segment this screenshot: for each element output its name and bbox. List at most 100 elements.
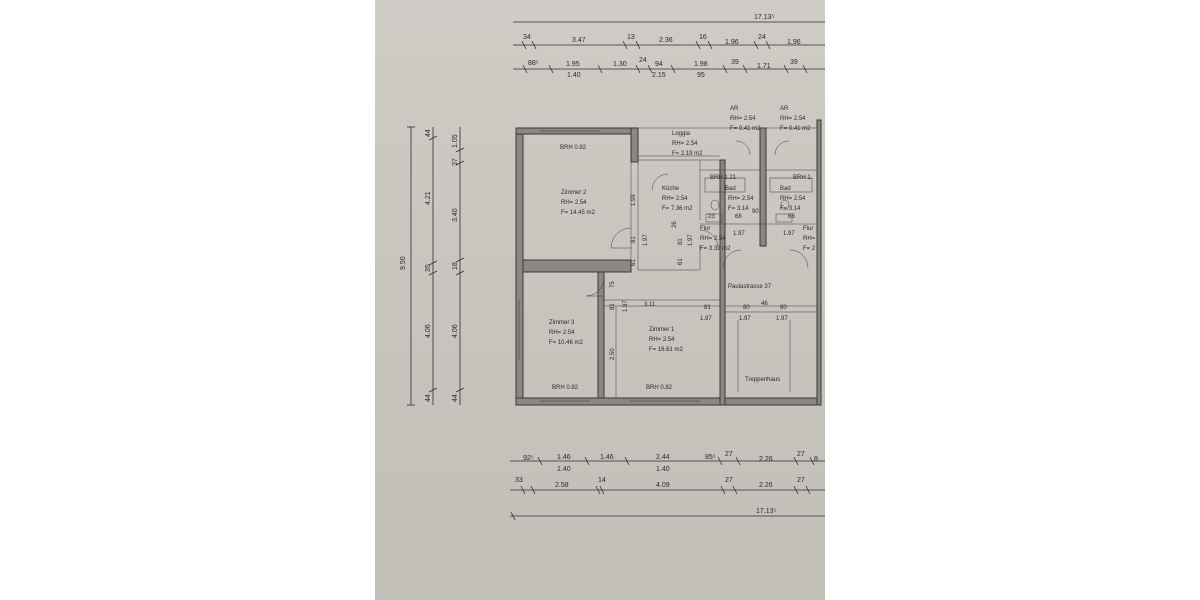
inner-dim: 90 — [752, 209, 759, 215]
bottom-row1-dim: 85⁵ — [705, 454, 716, 461]
left-col1-dim: 4.21 — [425, 191, 432, 205]
top-row2-dim: 1.98 — [694, 61, 708, 68]
top-row2-dim: 94 — [655, 61, 663, 68]
top-total-dim: 17.13⁵ — [754, 14, 775, 21]
left-col1-dim: 4.06 — [425, 324, 432, 338]
left-col1-dim: 44 — [425, 129, 432, 137]
left-col2-dim: 3.40 — [452, 208, 459, 222]
flur2-name: Flur — [803, 226, 813, 232]
inner-dim: 1.98 — [631, 194, 637, 206]
top-row2-lower-dim: 2.15 — [652, 72, 666, 79]
top-row2-dim: 39 — [731, 59, 739, 66]
top-row2-dim: 88⁵ — [528, 60, 539, 67]
bad2-area: F= 3.14 — [780, 206, 801, 212]
staircase — [737, 320, 791, 392]
top-row1-dim: 1.96 — [725, 39, 739, 46]
zimmer2-name: Zimmer 2 — [561, 190, 587, 196]
bottom-row1-dim: 2.26 — [759, 456, 773, 463]
bad1-brh: BRH 1.21 — [710, 175, 737, 181]
inner-dimensions: 1.98 81 1.97 81 1.97 26 61 61 75 81 1.97… — [610, 194, 795, 360]
zimmer3-brh: BRH 0.82 — [552, 385, 579, 391]
top-row2-lower-dim: 1.40 — [567, 72, 581, 79]
inner-dim: 61 — [678, 258, 684, 265]
zimmer1-area: F= 16.61 m2 — [649, 347, 684, 353]
bad1-name: Bad — [725, 186, 736, 192]
top-row1-dim: 1.96 — [787, 39, 801, 46]
room-bad-1: BRH 1.21 Bad RH= 2.54 F= 3.14 — [710, 175, 754, 212]
left-col2-dim: 4.06 — [452, 324, 459, 338]
left-dimension-chains: 9.50 44 4.21 35 4.06 44 1.05 37 3.40 18 … — [400, 126, 465, 406]
inner-dim: 1.97 — [643, 234, 649, 246]
zimmer2-rh: RH= 2.54 — [561, 200, 587, 206]
bottom-row1-dim: 1.46 — [600, 454, 614, 461]
flur-area: F= 3.32 m2 — [700, 246, 731, 252]
door-swings — [585, 140, 809, 297]
street-label: Paulastrasse 37 — [728, 284, 772, 290]
loggia-area: F= 2.19 m2 — [672, 151, 703, 157]
zimmer3-rh: RH= 2.54 — [549, 330, 575, 336]
top-dimension-chains: 17.13⁵ 34 3.47 13 2.36 16 1.96 24 1.96 8… — [513, 14, 825, 79]
bottom-row1-dim: 8 — [814, 456, 818, 463]
inner-dim: 81 — [631, 236, 637, 243]
left-total-dim: 9.50 — [400, 256, 407, 270]
treppenhaus: Treppenhaus Paulastrasse 37 — [728, 284, 780, 383]
inner-dim: 3.11 — [644, 302, 656, 308]
inner-dim: 1.97 — [776, 316, 788, 322]
left-col1-dim: 44 — [425, 394, 432, 402]
inner-dim: 23 — [708, 214, 715, 220]
inner-dim: 46 — [761, 301, 768, 307]
bottom-dimension-chains: 92⁵ 1.46 1.46 2.44 85⁵ 27 2.26 27 8 1.40… — [510, 451, 825, 521]
inner-dim: 81 — [678, 238, 684, 245]
bottom-row2-dim: 2.58 — [555, 482, 569, 489]
inner-dim: 81 — [610, 303, 616, 310]
kueche-name: Küche — [662, 186, 680, 192]
top-row2-dim: 1.30 — [613, 61, 627, 68]
inner-dim: 61 — [631, 259, 637, 266]
bad2-name: Bad — [780, 186, 791, 192]
top-row1-dim: 24 — [758, 34, 766, 41]
room-bad-2: BRH 1. Bad RH= 2.54 F= 3.14 — [780, 175, 813, 212]
inner-dim: 68 — [788, 214, 795, 220]
treppenhaus-name: Treppenhaus — [745, 377, 780, 383]
inner-dim: 80 — [780, 305, 787, 311]
bad1-area: F= 3.14 — [728, 206, 749, 212]
top-row2-dim: 1.95 — [566, 61, 580, 68]
inner-dim: 75 — [610, 281, 616, 288]
left-col2-dim: 18 — [452, 262, 459, 270]
zimmer1-brh: BRH 0.82 — [646, 385, 673, 391]
top-row1-dim: 2.36 — [659, 37, 673, 44]
room-kueche: Küche RH= 2.54 F= 7.36 m2 — [662, 186, 693, 212]
inner-dim: 68 — [735, 214, 742, 220]
ar1-name: AR — [730, 106, 739, 112]
bad1-rh: RH= 2.54 — [728, 196, 754, 202]
flur2-area: F= 2 — [803, 246, 816, 252]
zimmer1-rh: RH= 2.54 — [649, 337, 675, 343]
ar2-name: AR — [780, 106, 789, 112]
left-col1-dim: 35 — [425, 264, 432, 272]
exterior-walls — [515, 119, 822, 406]
top-row1-dim: 16 — [699, 34, 707, 41]
bottom-row2-dim: 14 — [598, 477, 606, 484]
zimmer1-name: Zimmer 1 — [649, 327, 675, 333]
inner-dim: 26 — [672, 221, 678, 228]
room-zimmer-3: Zimmer 3 RH= 2.54 F= 10.46 m2 BRH 0.82 — [549, 320, 584, 391]
bottom-row1-dim: 2.44 — [656, 454, 670, 461]
bottom-row1-dim: 1.46 — [557, 454, 571, 461]
left-col2-dim: 44 — [452, 394, 459, 402]
inner-dim: 1.97 — [623, 300, 629, 312]
top-row2-lower-dim: 95 — [697, 72, 705, 79]
kueche-rh: RH= 2.54 — [662, 196, 688, 202]
inner-dim: 1.97 — [688, 234, 694, 246]
bottom-row1-dim: 27 — [725, 451, 733, 458]
inner-dim: 80 — [743, 305, 750, 311]
left-col2-dim: 1.05 — [452, 134, 459, 148]
room-ar-1: AR RH= 2.54 F= 0.41 m2 — [730, 106, 761, 132]
ar2-area: F= 0.41 m2 — [780, 126, 811, 132]
bottom-row1-lower-dim: 1.40 — [557, 466, 571, 473]
ar1-area: F= 0.41 m2 — [730, 126, 761, 132]
inner-dim: 1.97 — [733, 231, 745, 237]
windows — [518, 130, 700, 402]
zimmer3-name: Zimmer 3 — [549, 320, 575, 326]
bottom-row2-dim: 4.09 — [656, 482, 670, 489]
top-row1-dim: 13 — [627, 34, 635, 41]
